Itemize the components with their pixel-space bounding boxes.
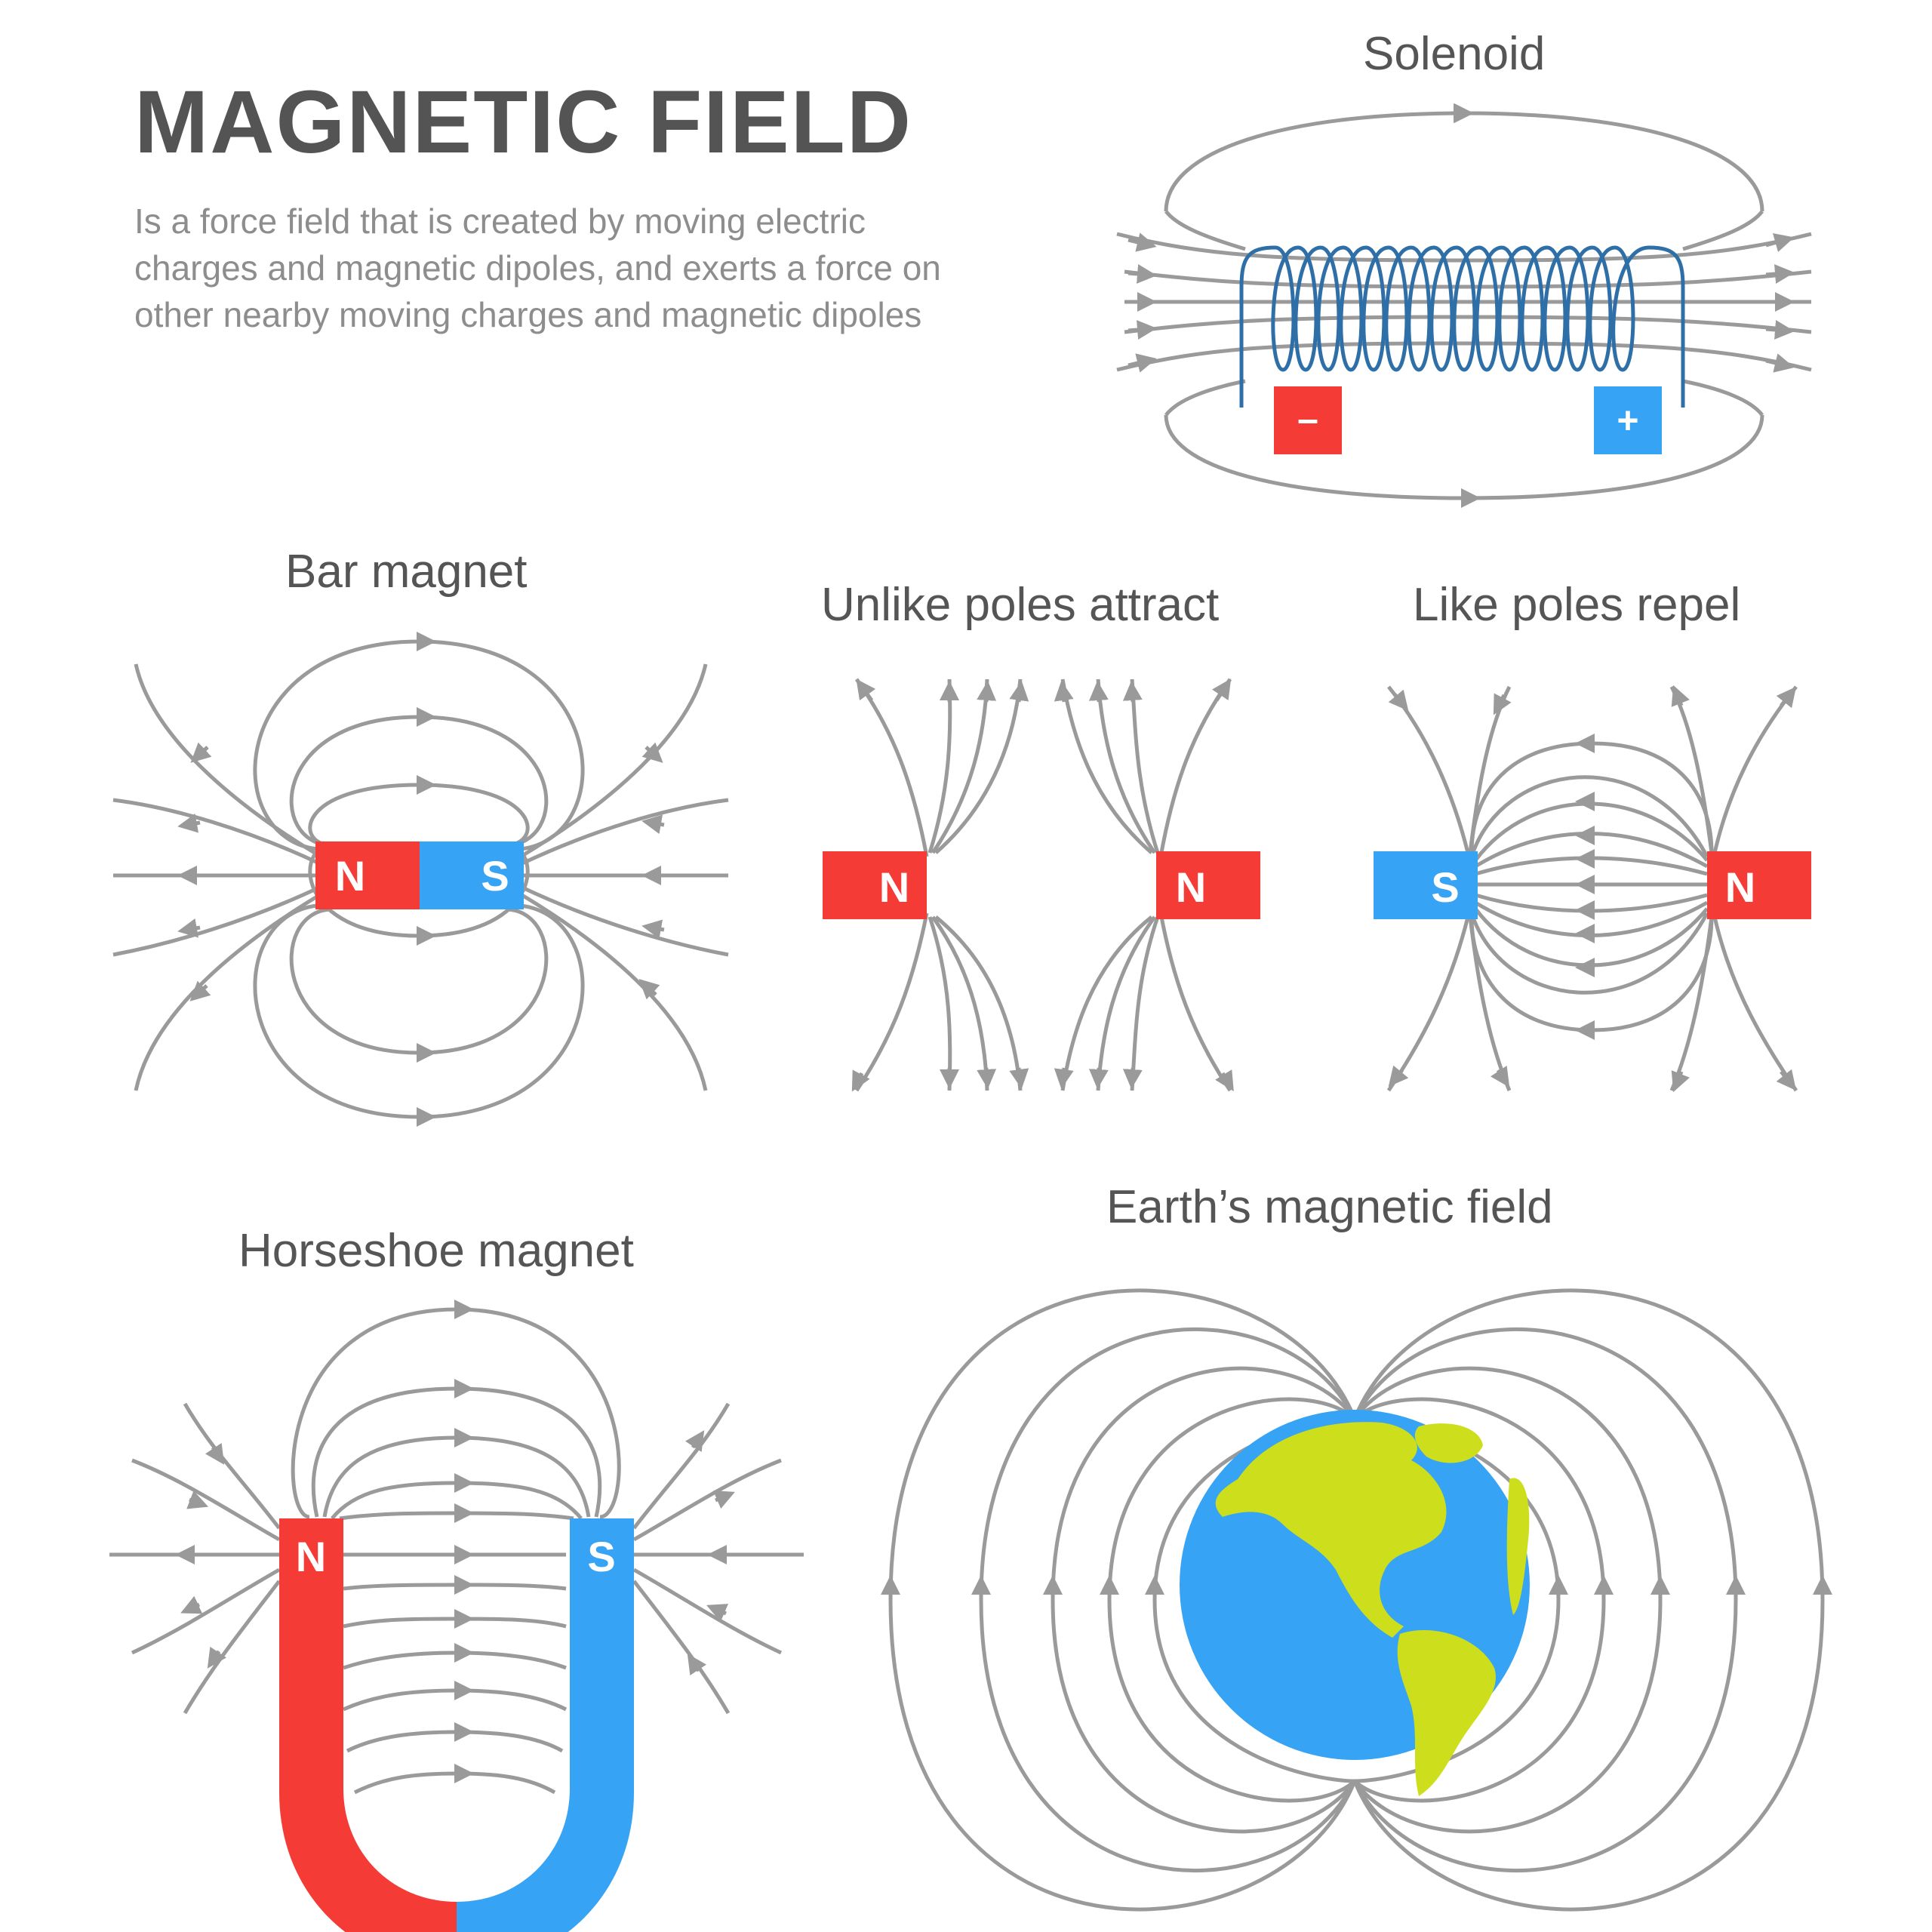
bar-magnet-south bbox=[420, 841, 524, 909]
solenoid-field-line bbox=[1124, 315, 1812, 334]
horseshoe-north-arm bbox=[279, 1518, 457, 1932]
south-america-landmass bbox=[1397, 1630, 1496, 1796]
horseshoe-south-arm bbox=[457, 1518, 634, 1932]
bar-magnet-north bbox=[315, 841, 420, 909]
unlike-poles-title: Unlike poles attract bbox=[821, 579, 1220, 631]
main-title: MAGNETIC FIELD bbox=[134, 72, 912, 172]
unlike-left-north bbox=[823, 851, 927, 919]
horseshoe-field-lines bbox=[109, 1300, 804, 1795]
solenoid-coil bbox=[1239, 245, 1685, 408]
solenoid-field-line bbox=[1124, 269, 1812, 289]
like-left-south bbox=[1374, 851, 1478, 919]
bar-magnet-field-lines bbox=[112, 632, 729, 1127]
bar-north-label: N bbox=[335, 852, 365, 900]
unlike-right-north bbox=[1156, 851, 1260, 919]
like-right-north bbox=[1707, 851, 1811, 919]
unlike-left-label: N bbox=[879, 863, 909, 911]
like-left-label: S bbox=[1431, 863, 1459, 911]
horseshoe-magnet-title: Horseshoe magnet bbox=[238, 1225, 634, 1277]
description-line: other nearby moving charges and magnetic… bbox=[134, 295, 922, 334]
solenoid-field-line bbox=[1116, 341, 1812, 372]
solenoid-title: Solenoid bbox=[1363, 28, 1546, 80]
like-poles-field-lines bbox=[1386, 685, 1798, 1093]
bar-south-label: S bbox=[481, 852, 509, 900]
horseshoe-north-label: N bbox=[296, 1533, 326, 1580]
greenland-landmass bbox=[1414, 1423, 1483, 1463]
earth-field-title: Earth’s magnetic field bbox=[1106, 1181, 1553, 1233]
earth-field-lines bbox=[881, 1288, 1832, 1912]
like-right-label: N bbox=[1725, 863, 1755, 911]
description: Is a force field that is created by movi… bbox=[134, 198, 941, 338]
north-america-landmass bbox=[1215, 1422, 1447, 1638]
minus-terminal bbox=[1274, 386, 1342, 454]
unlike-poles-field-lines bbox=[851, 678, 1234, 1092]
bar-magnet-title: Bar magnet bbox=[285, 546, 528, 598]
description-line: charges and magnetic dipoles, and exerts… bbox=[134, 248, 941, 288]
plus-label: + bbox=[1617, 399, 1638, 441]
horseshoe-south-label: S bbox=[587, 1533, 615, 1580]
unlike-right-label: N bbox=[1176, 863, 1206, 911]
solenoid-diagram bbox=[1116, 103, 1812, 508]
earth-globe-icon bbox=[1180, 1410, 1530, 1796]
solenoid-loop-bottom bbox=[1164, 414, 1764, 500]
solenoid-loop-top bbox=[1164, 103, 1764, 212]
description-line: Is a force field that is created by movi… bbox=[134, 202, 866, 241]
plus-terminal bbox=[1594, 386, 1662, 454]
minus-label: – bbox=[1297, 398, 1318, 440]
africa-europe-landmass bbox=[1506, 1478, 1530, 1615]
like-poles-title: Like poles repel bbox=[1413, 579, 1741, 631]
